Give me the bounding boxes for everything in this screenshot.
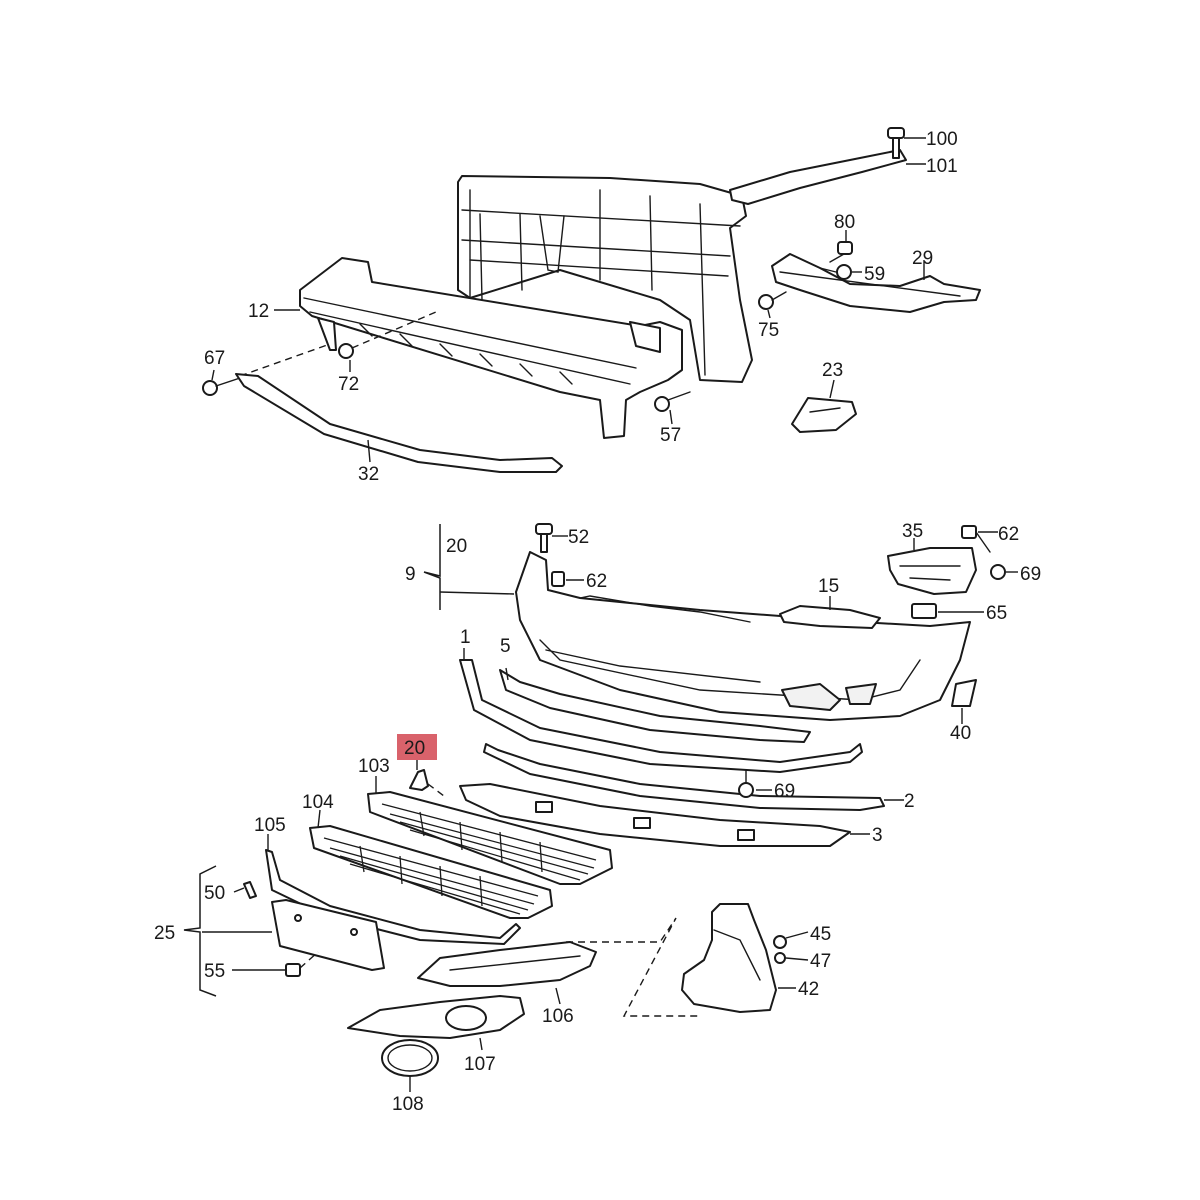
cover-cap-23 [791, 397, 857, 433]
guide-29 [771, 253, 981, 313]
plate-holder-25 [271, 899, 385, 971]
callout-9: 9 [405, 564, 416, 585]
bracket-50 [243, 881, 257, 899]
trim-strip-5 [499, 669, 811, 743]
clip-62-right [961, 525, 991, 553]
callout-29: 29 [912, 248, 933, 269]
clip-65 [911, 603, 937, 619]
screw-55 [285, 951, 319, 977]
grille-103 [367, 791, 613, 885]
bolt-52 [535, 523, 553, 553]
callout-69-upper: 69 [1020, 564, 1041, 585]
callout-105: 105 [254, 815, 286, 836]
callout-35: 35 [902, 521, 923, 542]
callout-40: 40 [950, 723, 971, 744]
screw-69-lower [738, 769, 754, 798]
bracket-35 [887, 547, 977, 595]
trim-strip-1 [459, 659, 863, 773]
callout-42: 42 [798, 979, 819, 1000]
callout-20-top: 20 [446, 536, 467, 557]
callout-45: 45 [810, 924, 831, 945]
screw-69-upper [990, 564, 1006, 580]
callout-1: 1 [460, 627, 471, 648]
callout-103: 103 [358, 756, 390, 777]
callout-12: 12 [248, 301, 269, 322]
callout-65: 65 [986, 603, 1007, 624]
bolt-75 [758, 291, 787, 310]
highlight-box [397, 734, 437, 760]
callout-57: 57 [660, 425, 681, 446]
clip-62-left [551, 571, 565, 587]
leader-lines [183, 137, 1018, 1092]
grille-104 [309, 825, 553, 919]
highlight-label: 20 [404, 738, 425, 759]
clip-20 [409, 769, 445, 797]
callout-25: 25 [154, 923, 175, 944]
bolt-67 [202, 343, 331, 396]
callout-69-lower: 69 [774, 781, 795, 802]
callout-106: 106 [542, 1006, 574, 1027]
callout-62-left: 62 [586, 571, 607, 592]
callout-52: 52 [568, 527, 589, 548]
bolt-100 [887, 127, 905, 159]
callout-3: 3 [872, 825, 883, 846]
callout-101: 101 [926, 156, 958, 177]
carrier-3 [459, 783, 851, 847]
trim-106 [417, 941, 597, 987]
air-duct-42 [681, 903, 777, 1013]
callout-75: 75 [758, 320, 779, 341]
cap-40 [951, 679, 977, 707]
callout-104: 104 [302, 792, 334, 813]
grille-107 [347, 995, 525, 1039]
callout-107: 107 [464, 1054, 496, 1075]
fastener-45 [773, 935, 787, 949]
bracket-15 [779, 605, 881, 629]
callout-62-right: 62 [998, 524, 1019, 545]
bumper-reinforcement [299, 257, 683, 439]
bracket-101 [729, 149, 907, 205]
bolt-72 [338, 311, 437, 359]
callout-47: 47 [810, 951, 831, 972]
cap-108 [381, 1039, 439, 1077]
callout-15: 15 [818, 576, 839, 597]
callout-80: 80 [834, 212, 855, 233]
bolt-80 [829, 241, 853, 263]
fastener-47 [774, 952, 786, 964]
spoiler-2 [483, 743, 885, 811]
callout-67: 67 [204, 348, 225, 369]
callout-72: 72 [338, 374, 359, 395]
callout-23: 23 [822, 360, 843, 381]
callout-labels: 100 101 80 59 29 75 12 67 72 57 23 32 20… [154, 129, 1041, 1115]
bolt-59 [819, 264, 852, 280]
bumper-cover [515, 551, 971, 721]
callout-32: 32 [358, 464, 379, 485]
bolt-57 [654, 391, 691, 412]
highlight-callout-20: 20 [397, 734, 437, 770]
callout-55: 55 [204, 961, 225, 982]
callout-50: 50 [204, 883, 225, 904]
callout-108: 108 [392, 1094, 424, 1115]
callout-59: 59 [864, 264, 885, 285]
lock-carrier [457, 175, 753, 383]
callout-5: 5 [500, 636, 511, 657]
callout-100: 100 [926, 129, 958, 150]
callout-2: 2 [904, 791, 915, 812]
spoiler-strip-32 [235, 373, 563, 473]
